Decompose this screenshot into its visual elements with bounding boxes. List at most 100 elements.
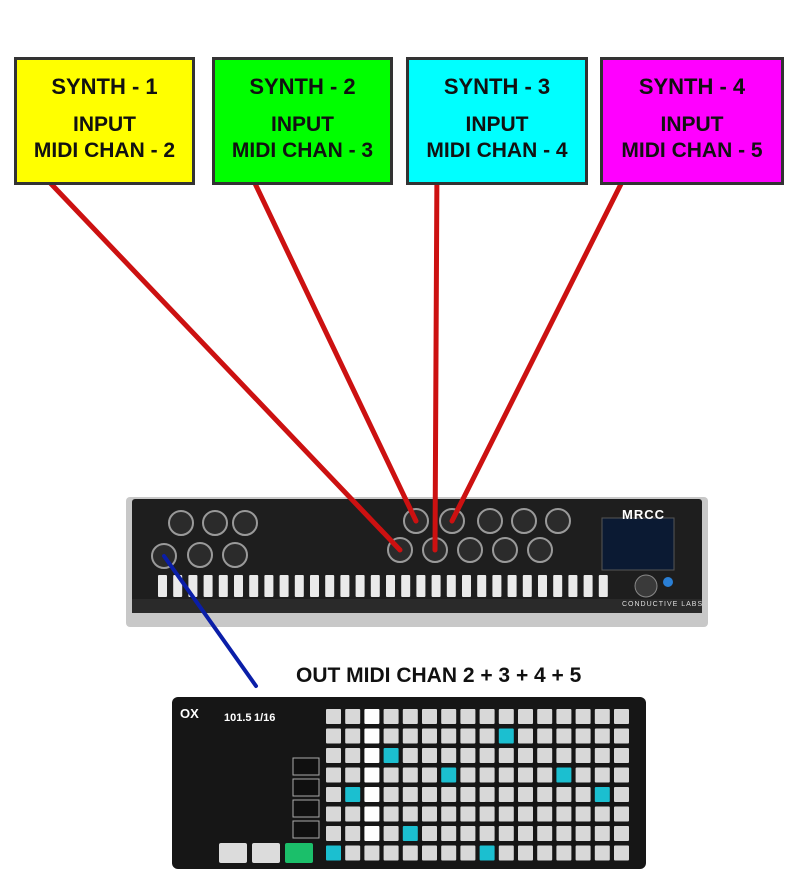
midi-din-jack-10 [222, 542, 248, 568]
synth-4-title: SYNTH - 4 [638, 74, 746, 99]
mrcc-encoder-knob[interactable] [634, 574, 658, 598]
ox-pad-r5-c6 [441, 806, 457, 822]
ox-transport-button-2 [285, 843, 313, 863]
ox-pad-r1-c11 [537, 728, 553, 744]
ox-pad-r1-c0 [326, 728, 341, 744]
midi-out-cable-1 [33, 165, 403, 553]
ox-pad-r5-c3 [383, 806, 399, 822]
ox-pad-r4-c6 [441, 787, 457, 802]
ox-pad-r4-c2 [364, 787, 380, 802]
ox-pad-r6-c11 [537, 826, 553, 841]
ox-pad-r6-c6 [441, 826, 457, 841]
ox-pad-r5-c1 [345, 806, 361, 822]
synth-2-input-label: INPUT [271, 113, 334, 136]
ox-pad-r2-c10 [518, 748, 533, 763]
mrcc-port-tab-10 [310, 575, 319, 597]
midi-din-jack-0 [168, 510, 194, 536]
ox-pad-r6-c14 [594, 826, 610, 841]
midi-in-cable [162, 554, 258, 688]
synth-2-title: SYNTH - 2 [249, 74, 356, 99]
ox-division-display: 1/16 [254, 712, 276, 724]
ox-pad-r7-c15 [614, 845, 629, 861]
ox-pad-r2-c8 [479, 748, 495, 763]
ox-pad-r3-c12 [556, 767, 572, 783]
ox-logo: OX [180, 706, 199, 721]
ox-pad-r5-c8 [479, 806, 495, 822]
ox-pad-r1-c13 [575, 728, 591, 744]
ox-pad-r6-c13 [575, 826, 591, 841]
midi-din-jack-15 [527, 537, 553, 563]
ox-pad-r2-c0 [326, 748, 341, 763]
ox-pad-r4-c10 [518, 787, 533, 802]
midi-out-cable-4 [449, 163, 633, 524]
synth-2-box: SYNTH - 2 INPUT MIDI CHAN - 3 [212, 57, 393, 185]
synth-3-box: SYNTH - 3 INPUT MIDI CHAN - 4 [406, 57, 588, 185]
ox-pad-r3-c2 [364, 767, 380, 783]
ox-pad-r5-c5 [422, 806, 437, 822]
synth-1-title: SYNTH - 1 [51, 74, 158, 99]
ox-pad-r6-c5 [422, 826, 437, 841]
ox-pad-r3-c3 [383, 767, 399, 783]
ox-pad-r0-c1 [345, 709, 361, 724]
ox-pad-r4-c9 [498, 787, 514, 802]
ox-pad-r4-c8 [479, 787, 495, 802]
ox-pad-r7-c5 [422, 845, 437, 861]
mrcc-shift-button[interactable] [663, 577, 673, 587]
ox-pad-r1-c8 [479, 728, 495, 744]
ox-pad-r4-c13 [575, 787, 591, 802]
ox-pad-r7-c14 [594, 845, 610, 861]
mrcc-port-tab-25 [538, 575, 547, 597]
ox-pad-r1-c15 [614, 728, 629, 744]
ox-pad-r6-c4 [402, 826, 418, 841]
midi-din-jack-9 [187, 542, 213, 568]
synth-1-input-label: INPUT [73, 113, 136, 136]
ox-pad-r5-c4 [402, 806, 418, 822]
ox-controller [172, 697, 646, 869]
ox-pad-r4-c4 [402, 787, 418, 802]
ox-bpm-display: 101.5 [224, 712, 252, 724]
mrcc-port-tab-22 [492, 575, 502, 597]
midi-out-cable-3 [432, 157, 440, 553]
ox-pad-r2-c11 [537, 748, 553, 763]
ox-pad-r4-c0 [326, 787, 341, 802]
ox-pad-r6-c1 [345, 826, 361, 841]
ox-pad-r5-c10 [518, 806, 533, 822]
ox-pad-r2-c13 [575, 748, 591, 763]
ox-pad-r1-c1 [345, 728, 361, 744]
mrcc-port-tab-16 [401, 575, 411, 597]
mrcc-port-tab-19 [446, 575, 456, 597]
midi-din-jack-7 [545, 508, 571, 534]
ox-pad-r0-c4 [402, 709, 418, 724]
mrcc-port-tab-14 [370, 575, 380, 597]
ox-pad-r2-c14 [594, 748, 610, 763]
ox-pad-r3-c9 [498, 767, 514, 783]
ox-pad-r3-c1 [345, 767, 361, 783]
mrcc-port-tab-12 [340, 575, 350, 597]
ox-pad-r0-c14 [594, 709, 610, 724]
synth-1-box: SYNTH - 1 INPUT MIDI CHAN - 2 [14, 57, 195, 185]
mrcc-port-tab-3 [203, 575, 213, 597]
ox-pad-r1-c6 [441, 728, 457, 744]
ox-pad-r4-c5 [422, 787, 437, 802]
ox-pad-r0-c15 [614, 709, 629, 724]
ox-pad-r2-c3 [383, 748, 399, 763]
ox-pad-r0-c10 [518, 709, 533, 724]
ox-pad-r3-c7 [460, 767, 476, 783]
ox-pad-r6-c2 [364, 826, 380, 841]
ox-pad-r1-c2 [364, 728, 380, 744]
ox-transport-button-0 [219, 843, 247, 863]
ox-pad-r3-c11 [537, 767, 553, 783]
mrcc-port-tab-9 [294, 575, 304, 597]
mrcc-device [126, 497, 708, 627]
ox-pad-r2-c4 [402, 748, 418, 763]
ox-pad-r5-c9 [498, 806, 514, 822]
ox-pad-r2-c12 [556, 748, 572, 763]
ox-pad-r7-c2 [364, 845, 380, 861]
synth-3-midi-channel: MIDI CHAN - 4 [426, 139, 568, 162]
ox-pad-r6-c0 [326, 826, 341, 841]
ox-track-button-4 [292, 820, 320, 839]
ox-pad-r7-c6 [441, 845, 457, 861]
midi-din-jack-1 [202, 510, 228, 536]
ox-pad-r7-c12 [556, 845, 572, 861]
midi-cables [33, 149, 633, 688]
